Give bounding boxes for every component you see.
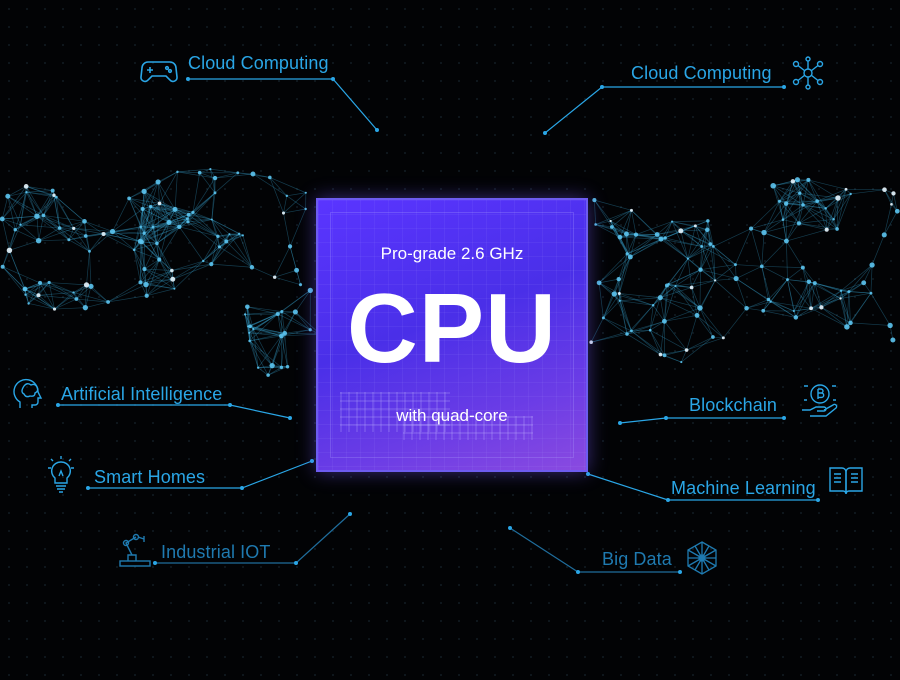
leader-dot <box>86 486 90 490</box>
chip-inner-border <box>330 212 574 458</box>
feature-label-artificial-intelligence: Artificial Intelligence <box>61 384 223 404</box>
network-cluster <box>589 177 900 364</box>
gamepad-icon <box>140 56 178 84</box>
cpu-chip: Pro-grade 2.6 GHz CPU with quad-core <box>316 198 588 472</box>
leader-dot <box>782 85 786 89</box>
leader-dot <box>782 416 786 420</box>
chip-caption: with quad-core <box>396 406 508 425</box>
network-nodes-icon <box>790 56 826 90</box>
leader-dot <box>600 85 604 89</box>
leader-dot <box>294 561 298 565</box>
leader-dot <box>186 77 190 81</box>
leader-line <box>188 78 378 131</box>
chip-circuit-blocks-2 <box>403 416 533 440</box>
leader-dot <box>348 512 352 516</box>
leader-line <box>544 86 784 134</box>
leader-line <box>58 404 291 419</box>
chip-grid-pattern <box>318 200 586 470</box>
leader-line <box>619 417 784 424</box>
chip-circuit-blocks <box>340 392 450 432</box>
leader-dot <box>56 403 60 407</box>
chip-title: CPU <box>347 273 557 383</box>
leader-dot <box>228 403 232 407</box>
feature-label-machine-learning: Machine Learning <box>671 478 816 498</box>
leader-dot <box>543 131 547 135</box>
feature-label-big-data: Big Data <box>602 549 672 569</box>
leader-dot <box>576 570 580 574</box>
leader-dot <box>331 77 335 81</box>
robot-arm-icon <box>116 530 156 568</box>
leader-dot <box>816 498 820 502</box>
leader-dot <box>508 526 512 530</box>
network-cluster <box>0 168 307 311</box>
leader-dot <box>375 128 379 132</box>
feature-label-industrial-iot: Industrial IOT <box>161 542 271 562</box>
feature-label-cloud-computing-left: Cloud Computing <box>188 53 329 73</box>
leader-dot <box>664 416 668 420</box>
leader-dot <box>288 416 292 420</box>
leader-dot <box>678 570 682 574</box>
coin-hand-icon <box>800 380 840 418</box>
feature-label-cloud-computing-right: Cloud Computing <box>631 63 772 83</box>
feature-label-blockchain: Blockchain <box>689 395 778 415</box>
feature-label-smart-homes: Smart Homes <box>94 467 206 487</box>
leader-dot <box>666 498 670 502</box>
globe-network-icon <box>684 540 720 576</box>
leader-dot <box>153 561 157 565</box>
leader-dot <box>586 472 590 476</box>
leader-dot <box>618 421 622 425</box>
book-icon <box>828 464 864 498</box>
leader-dot <box>240 486 244 490</box>
brain-head-icon <box>12 374 48 412</box>
leader-dot <box>310 459 314 463</box>
lightbulb-icon <box>44 454 78 494</box>
chip-subtitle: Pro-grade 2.6 GHz <box>380 244 524 263</box>
network-cluster <box>243 287 323 377</box>
